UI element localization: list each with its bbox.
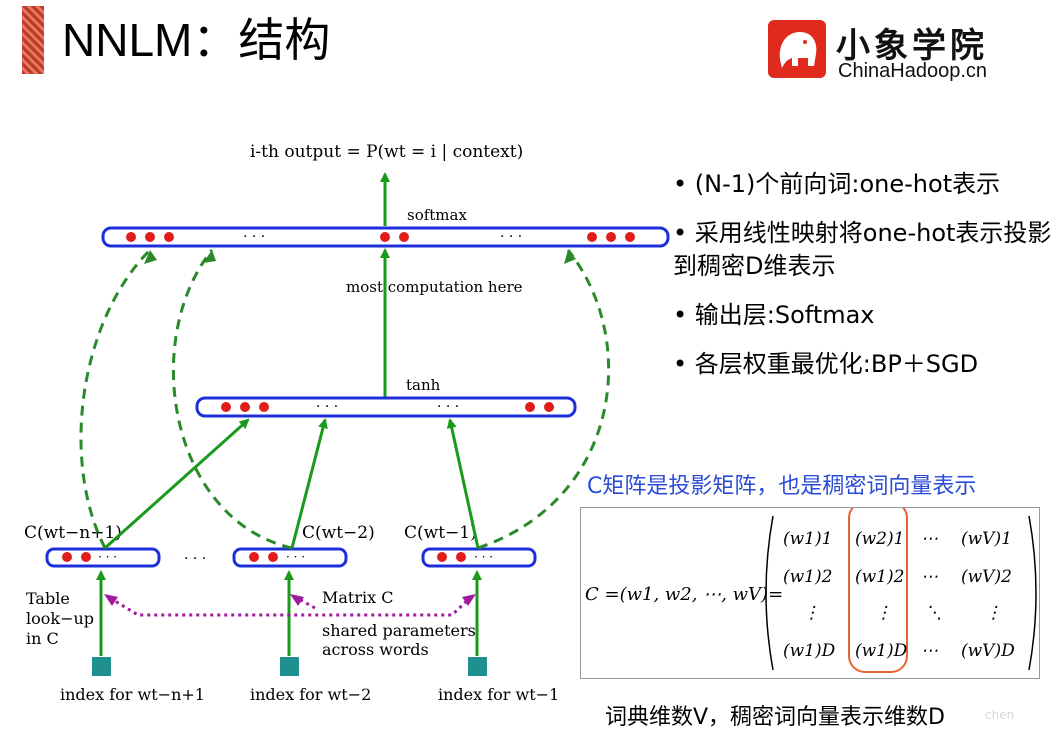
softmax-dots-right: · · · <box>500 229 522 245</box>
nnlm-architecture-diagram: i-th output = P(wt = i | context) softma… <box>24 142 670 704</box>
softmax-dots-left: · · · <box>243 229 265 245</box>
matrix-cell: (wV)2 <box>961 567 1012 587</box>
dashed-arrowhead-3 <box>564 250 576 264</box>
matrix-cell: (w1)2 <box>783 567 832 587</box>
shared-arrowhead-left <box>104 594 118 606</box>
logo-url: ChinaHadoop.cn <box>838 60 987 82</box>
index-label-1: index for wt−n+1 <box>60 685 205 704</box>
index-square-3 <box>468 657 487 676</box>
tanh-dots-left: · · · <box>316 399 338 415</box>
slide-title: NNLM：结构 <box>62 14 331 66</box>
bullet-4: • 各层权重最优化:BP＋SGD <box>673 350 979 378</box>
matrix-cell: ⋯ <box>921 567 938 587</box>
matrix-left-paren <box>765 515 774 671</box>
bullet-1: • (N-1)个前向词:one-hot表示 <box>673 170 1001 198</box>
table-lookup-line-2: look−up <box>26 609 94 628</box>
bullet-3: • 输出层:Softmax <box>673 301 875 329</box>
index-label-3: index for wt−1 <box>438 685 559 704</box>
matrix-cell: (w2)1 <box>855 529 904 549</box>
tanh-dots-right: · · · <box>437 399 459 415</box>
c1-to-tanh-arrow <box>103 418 250 550</box>
softmax-neurons <box>126 232 635 242</box>
matrix-cell: (w1)D <box>783 641 836 661</box>
matrix-cell: (w1)1 <box>783 529 832 549</box>
dashed-arrowhead-1 <box>144 250 157 264</box>
bullet-2: • 采用线性映射将one-hot表示投影到稠密D维表示 <box>673 219 1052 280</box>
title-accent-bar <box>22 6 44 74</box>
direct-connections-dashed <box>79 248 611 550</box>
matrix-cell: ⋮ <box>875 603 892 623</box>
matrix-right-paren <box>1028 515 1037 671</box>
c-node-box-1 <box>45 547 161 568</box>
shared-label-line-2: across words <box>322 640 429 659</box>
c-node-label-1: C(wt−n+1) <box>24 523 122 543</box>
c-node-label-2: C(wt−2) <box>302 523 375 543</box>
shared-label-line-1: shared parameters <box>322 621 476 640</box>
output-formula: i-th output = P(wt = i | context) <box>250 142 523 162</box>
logo-name: 小象学院 <box>836 26 988 66</box>
tanh-label: tanh <box>406 376 441 394</box>
matrix-cell: (w1)D <box>855 641 908 661</box>
shared-arrowhead-right <box>462 594 476 606</box>
matrix-cell: ⋮ <box>985 603 1002 623</box>
index-square-1 <box>92 657 111 676</box>
softmax-label: softmax <box>407 206 467 224</box>
elephant-logo-icon <box>768 20 826 78</box>
table-lookup-line-1: Table <box>26 589 70 608</box>
matrix-c-label: Matrix C <box>322 588 393 607</box>
watermark: chen <box>985 708 1015 722</box>
matrix-cell: (wV)D <box>961 641 1015 661</box>
matrix-cell: (w1)2 <box>855 567 904 587</box>
c-nodes-ellipsis: · · · <box>184 551 206 567</box>
index-label-2: index for wt−2 <box>250 685 371 704</box>
shared-arrowhead-middle <box>290 594 304 606</box>
c-node-dots-3: · · · <box>474 550 493 564</box>
matrix-lhs: C =(w1, w2, ⋯, wV)= <box>585 584 783 605</box>
computation-label: most computation here <box>346 278 523 296</box>
matrix-cell: ⋱ <box>925 603 942 623</box>
matrix-formula: C =(w1, w2, ⋯, wV)= (w1)1 (w2)1 ⋯ (wV)1 … <box>585 501 1037 673</box>
tanh-layer <box>195 396 577 418</box>
matrix-cell: (wV)1 <box>961 529 1012 549</box>
tanh-neurons <box>221 402 554 412</box>
bullet-list: • (N-1)个前向词:one-hot表示 • 采用线性映射将one-hot表示… <box>673 168 1053 397</box>
index-square-2 <box>280 657 299 676</box>
matrix-cell: ⋯ <box>921 529 938 549</box>
c-node-neurons <box>62 552 466 562</box>
dashed-arrowhead-2 <box>203 250 216 263</box>
c-node-label-3: C(wt−1) <box>404 523 477 543</box>
c2-to-tanh-arrow <box>290 418 328 549</box>
c-node-dots-1: · · · <box>98 550 117 564</box>
dimension-caption: 词典维数V，稠密词向量表示维数D <box>605 705 945 730</box>
matrix-formula-box: C =(w1, w2, ⋯, wV)= (w1)1 (w2)1 ⋯ (wV)1 … <box>580 501 1040 679</box>
chinahadoop-logo: 小象学院 ChinaHadoop.cn <box>768 18 1008 82</box>
matrix-cell: ⋯ <box>921 641 938 661</box>
c-node-dots-2: · · · <box>286 550 305 564</box>
table-lookup-line-3: in C <box>26 629 59 648</box>
c3-to-tanh-arrow <box>446 418 480 549</box>
shared-parameters-connector <box>109 596 472 617</box>
matrix-caption: C矩阵是投影矩阵，也是稠密词向量表示 <box>587 474 977 499</box>
matrix-cell: ⋮ <box>803 603 820 623</box>
